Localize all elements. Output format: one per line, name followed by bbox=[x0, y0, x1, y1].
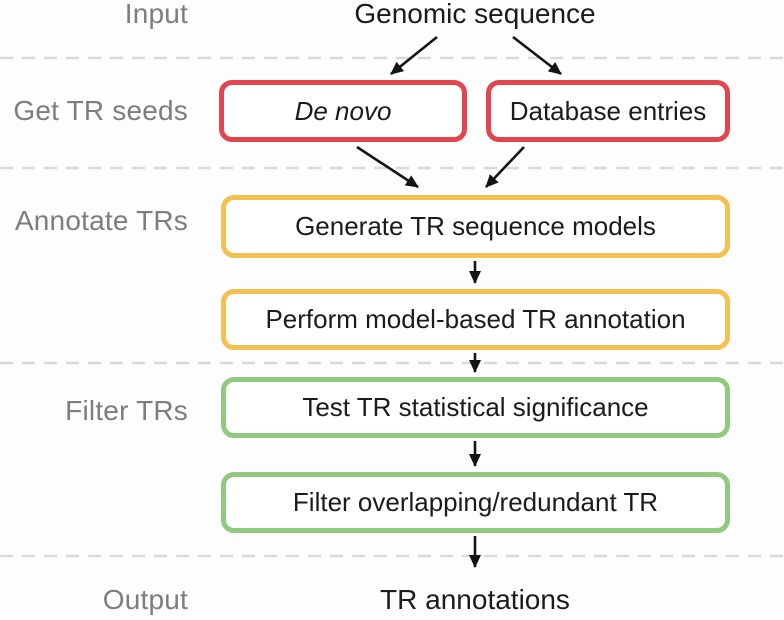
node-tr-annotations: TR annotations bbox=[380, 584, 570, 615]
node-genomic-sequence: Genomic sequence bbox=[354, 0, 596, 29]
arrow-genomic-to-denovo bbox=[390, 35, 438, 76]
box-test-statistical-significance: Test TR statistical significance bbox=[221, 377, 730, 438]
arrow-denovo-to-generate bbox=[356, 145, 419, 189]
box-de-novo: De novo bbox=[219, 80, 467, 142]
box-filter-overlapping-redundant: Filter overlapping/redundant TR bbox=[221, 472, 730, 533]
stage-label-output: Output bbox=[102, 584, 188, 615]
stage-label-filter-trs: Filter TRs bbox=[65, 395, 188, 426]
stage-label-get-tr-seeds: Get TR seeds bbox=[13, 95, 188, 126]
box-generate-tr-sequence-models: Generate TR sequence models bbox=[221, 195, 730, 258]
stage-label-input: Input bbox=[124, 0, 188, 29]
box-database-entries: Database entries bbox=[486, 80, 730, 142]
box-perform-model-based-annotation: Perform model-based TR annotation bbox=[221, 289, 730, 350]
arrow-genomic-to-database bbox=[512, 35, 562, 76]
arrow-database-to-generate bbox=[485, 146, 525, 188]
stage-label-annotate-trs: Annotate TRs bbox=[14, 205, 188, 236]
